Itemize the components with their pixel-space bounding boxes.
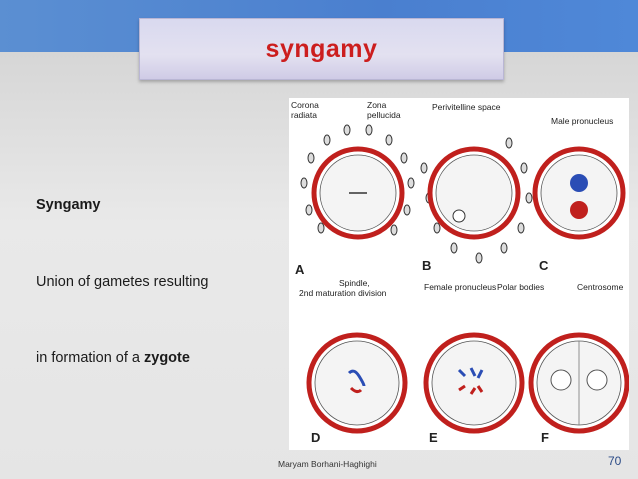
label-centrosome: Centrosome	[577, 282, 624, 292]
label-zona: Zona	[367, 100, 387, 110]
syngamy-figure: A Corona radiata Zona pellucida Spindle,…	[289, 98, 629, 450]
panel-letter-b: B	[422, 258, 431, 273]
label-male-pronucleus: Male pronucleus	[551, 116, 613, 126]
body-line-2-prefix: in formation of a	[36, 350, 144, 366]
panel-letter-f: F	[541, 430, 549, 445]
slide-title: syngamy	[265, 34, 378, 63]
label-maturation: 2nd maturation division	[299, 288, 387, 298]
page-number: 70	[608, 454, 622, 468]
panel-c: C Male pronucleus Centrosome	[532, 116, 626, 292]
footer-author: Maryam Borhani-Haghighi	[278, 459, 377, 469]
panel-a: A Corona radiata Zona pellucida Spindle,…	[291, 100, 415, 298]
figure-svg: A Corona radiata Zona pellucida Spindle,…	[291, 100, 629, 445]
body-line-1: Union of gametes resulting	[36, 274, 209, 290]
label-perivitelline: Perivitelline space	[432, 102, 501, 112]
label-radiata: radiata	[291, 110, 317, 120]
body-line-2: in formation of a zygote	[36, 350, 190, 366]
body-heading: Syngamy	[36, 197, 101, 213]
panel-letter-d: D	[311, 430, 320, 445]
panel-d: D	[306, 332, 408, 445]
label-polar-bodies: Polar bodies	[497, 282, 544, 292]
title-box: syngamy	[139, 18, 504, 80]
panel-e: E	[423, 332, 525, 445]
label-spindle: Spindle,	[339, 278, 370, 288]
panel-letter-c: C	[539, 258, 549, 273]
label-corona: Corona	[291, 100, 319, 110]
label-female-pronucleus: Female pronucleus	[424, 282, 496, 292]
label-pellucida: pellucida	[367, 110, 401, 120]
body-line-2-bold: zygote	[144, 350, 190, 366]
panel-b: B Perivitelline space Female pronucleus …	[420, 102, 544, 292]
panel-f: F	[528, 332, 629, 445]
panel-letter-e: E	[429, 430, 438, 445]
panel-letter-a: A	[295, 262, 305, 277]
